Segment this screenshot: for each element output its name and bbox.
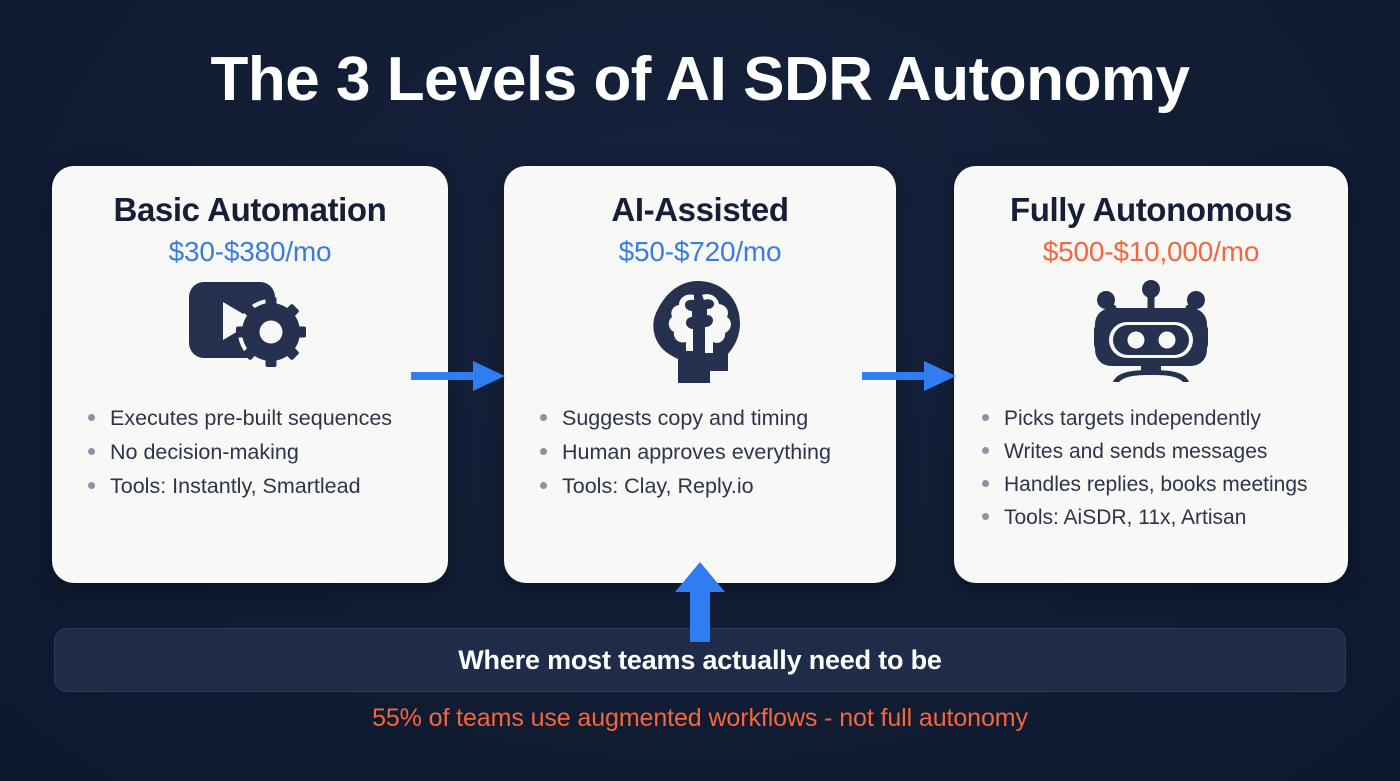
robot-icon (954, 272, 1348, 392)
list-item: Tools: Clay, Reply.io (538, 470, 896, 504)
level-title: AI-Assisted (611, 191, 789, 228)
list-item: Suggests copy and timing (538, 402, 896, 436)
list-item: No decision-making (86, 436, 448, 470)
level-price: $50-$720/mo (618, 235, 782, 267)
brain-head-icon (504, 272, 896, 392)
level-title: Fully Autonomous (1009, 191, 1292, 228)
arrow-right-icon (411, 356, 507, 396)
level-bullet-list: Executes pre-built sequences No decision… (52, 402, 448, 504)
level-card-basic-automation: Basic Automation $30-$380/mo (52, 166, 448, 583)
arrow-up-icon (668, 560, 732, 642)
banner-text: Where most teams actually need to be (458, 644, 942, 675)
list-item: Tools: AiSDR, 11x, Artisan (980, 501, 1348, 534)
list-item: Handles replies, books meetings (980, 468, 1348, 501)
arrow-right-icon (862, 356, 958, 396)
level-title: Basic Automation (113, 191, 387, 228)
page-title: The 3 Levels of AI SDR Autonomy (210, 45, 1190, 114)
list-item: Writes and sends messages (980, 435, 1348, 468)
play-gear-icon (52, 272, 448, 392)
level-bullet-list: Picks targets independently Writes and s… (954, 402, 1348, 535)
list-item: Human approves everything (538, 436, 896, 470)
level-price: $500-$10,000/mo (1042, 235, 1260, 267)
highlight-banner: Where most teams actually need to be (54, 628, 1346, 692)
list-item: Executes pre-built sequences (86, 402, 448, 436)
level-bullet-list: Suggests copy and timing Human approves … (504, 402, 896, 504)
list-item: Picks targets independently (980, 402, 1348, 435)
level-card-fully-autonomous: Fully Autonomous $500-$10,000/mo (954, 166, 1348, 583)
footnote-text: 55% of teams use augmented workflows - n… (372, 704, 1028, 732)
level-card-ai-assisted: AI-Assisted $50-$720/mo Suggests copy an… (504, 166, 896, 583)
level-price: $30-$380/mo (168, 235, 332, 267)
list-item: Tools: Instantly, Smartlead (86, 470, 448, 504)
